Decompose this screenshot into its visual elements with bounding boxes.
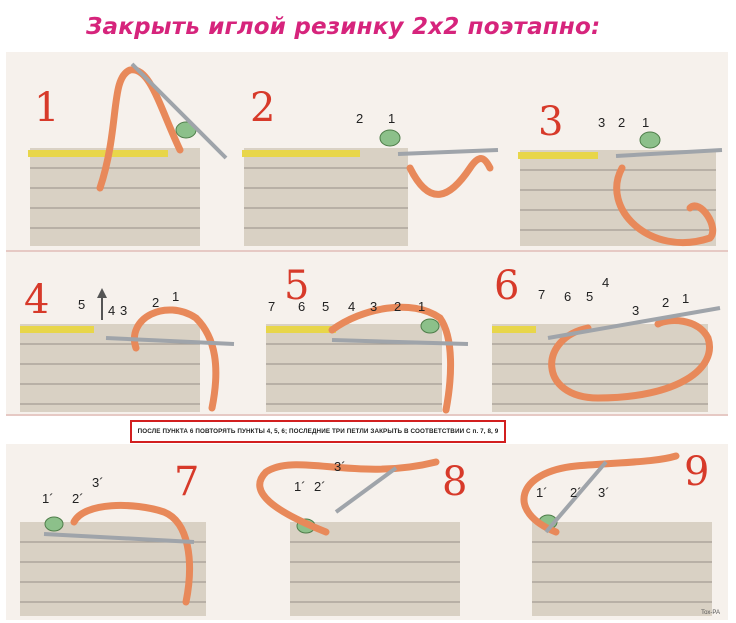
- stitch-label: 6: [298, 299, 306, 314]
- green-stitch: [379, 129, 401, 147]
- stitch-label: 3´: [598, 485, 610, 500]
- needle: [397, 148, 499, 156]
- step-5-panel: 5 7 6 5 4 3 2 1: [262, 258, 476, 414]
- stitch-label: 1: [642, 115, 650, 130]
- stitch-label: 2: [356, 111, 364, 126]
- step-number: 4: [24, 277, 50, 323]
- stitch-label: 1: [682, 291, 690, 306]
- row-divider: [6, 250, 728, 252]
- needle: [615, 148, 723, 158]
- stitch-label: 4: [108, 303, 116, 318]
- stitch-label: 2: [662, 295, 670, 310]
- yellow-stitch-row: [28, 150, 168, 157]
- step-number: 5: [284, 263, 310, 309]
- yarn: [406, 155, 494, 198]
- needle: [130, 62, 228, 160]
- yarn: [96, 66, 184, 192]
- step-9-illustration: [520, 452, 712, 616]
- green-stitch: [44, 516, 64, 532]
- step-number: 7: [174, 459, 200, 505]
- step-1-panel: 1: [20, 58, 230, 248]
- needle: [105, 336, 235, 346]
- step-number: 8: [442, 459, 468, 505]
- stitch-label: 5: [322, 299, 330, 314]
- step-3-illustration: [518, 131, 723, 247]
- stitch-label: 7: [268, 299, 276, 314]
- stitch-label: 4: [602, 275, 610, 290]
- stitch-label: 2: [394, 299, 402, 314]
- needle: [547, 306, 721, 340]
- yarn: [548, 317, 713, 402]
- stitch-label: 2´: [570, 485, 582, 500]
- stitch-label: 5: [586, 289, 594, 304]
- stitch-label: 1´: [536, 485, 548, 500]
- stitch-label: 6: [564, 289, 572, 304]
- stitch-label: 2: [618, 115, 626, 130]
- needle: [43, 532, 195, 544]
- step-7-illustration: [20, 502, 206, 616]
- step-number: 1: [34, 85, 60, 131]
- stitch-label: 1: [418, 299, 426, 314]
- page-title: Закрыть иглой резинку 2х2 поэтапно:: [86, 14, 601, 40]
- stitch-label: 1´: [42, 491, 54, 506]
- yarn: [256, 458, 440, 536]
- step-4-illustration: [20, 288, 235, 412]
- step-6-illustration: [492, 306, 721, 412]
- step-number: 2: [250, 85, 276, 131]
- stitch-label: 1: [172, 289, 180, 304]
- row-divider: [6, 414, 728, 416]
- step-2-illustration: [242, 129, 499, 246]
- step-number: 6: [494, 263, 520, 309]
- step-5-illustration: [266, 303, 469, 414]
- stitch-label: 1: [388, 111, 396, 126]
- needle: [334, 466, 398, 514]
- step-9-panel: 9 1´ 2´ 3´: [496, 452, 724, 618]
- step-2-panel: 2 2 1: [240, 58, 500, 248]
- step-1-illustration: [28, 62, 228, 246]
- step-8-illustration: [256, 458, 460, 616]
- step-number: 9: [684, 449, 710, 495]
- yarn: [613, 164, 717, 247]
- step-4-panel: 4 5 4 3 2 1: [16, 258, 242, 414]
- step-8-panel: 8 1´ 2´ 3´: [236, 452, 468, 618]
- step-6-panel: 6 7 6 5 4 3 2 1: [488, 258, 724, 414]
- diagram-sheet: 1 2 2 1 3 3 2 1: [0, 52, 736, 620]
- step-3-panel: 3 3 2 1: [510, 58, 724, 248]
- stitch-label: 3: [370, 299, 378, 314]
- step-number: 3: [538, 99, 564, 145]
- stitch-label: 3: [598, 115, 606, 130]
- instruction-note: ПОСЛЕ ПУНКТА 6 ПОВТОРЯТЬ ПУНКТЫ 4, 5, 6;…: [130, 420, 506, 443]
- stitch-label: 3´: [92, 475, 104, 490]
- yarn: [520, 452, 680, 536]
- stitch-label: 1´: [294, 479, 306, 494]
- signature: Tox-PA: [701, 610, 720, 616]
- yarn: [70, 502, 194, 606]
- yarn: [328, 303, 455, 414]
- stitch-label: 2´: [72, 491, 84, 506]
- yarn: [130, 306, 220, 412]
- stitch-label: 3: [632, 303, 640, 318]
- step-7-panel: 7 1´ 2´ 3´: [14, 452, 220, 618]
- green-stitch: [639, 131, 661, 149]
- needle: [544, 460, 608, 534]
- green-stitch: [420, 318, 440, 334]
- stitch-label: 2´: [314, 479, 326, 494]
- stitch-label: 4: [348, 299, 356, 314]
- stitch-label: 2: [152, 295, 160, 310]
- stitch-label: 7: [538, 287, 546, 302]
- knit-swatch: [30, 148, 200, 246]
- stitch-label: 3´: [334, 459, 346, 474]
- needle: [331, 338, 469, 346]
- stitch-label: 3: [120, 303, 128, 318]
- stitch-label: 5: [78, 297, 86, 312]
